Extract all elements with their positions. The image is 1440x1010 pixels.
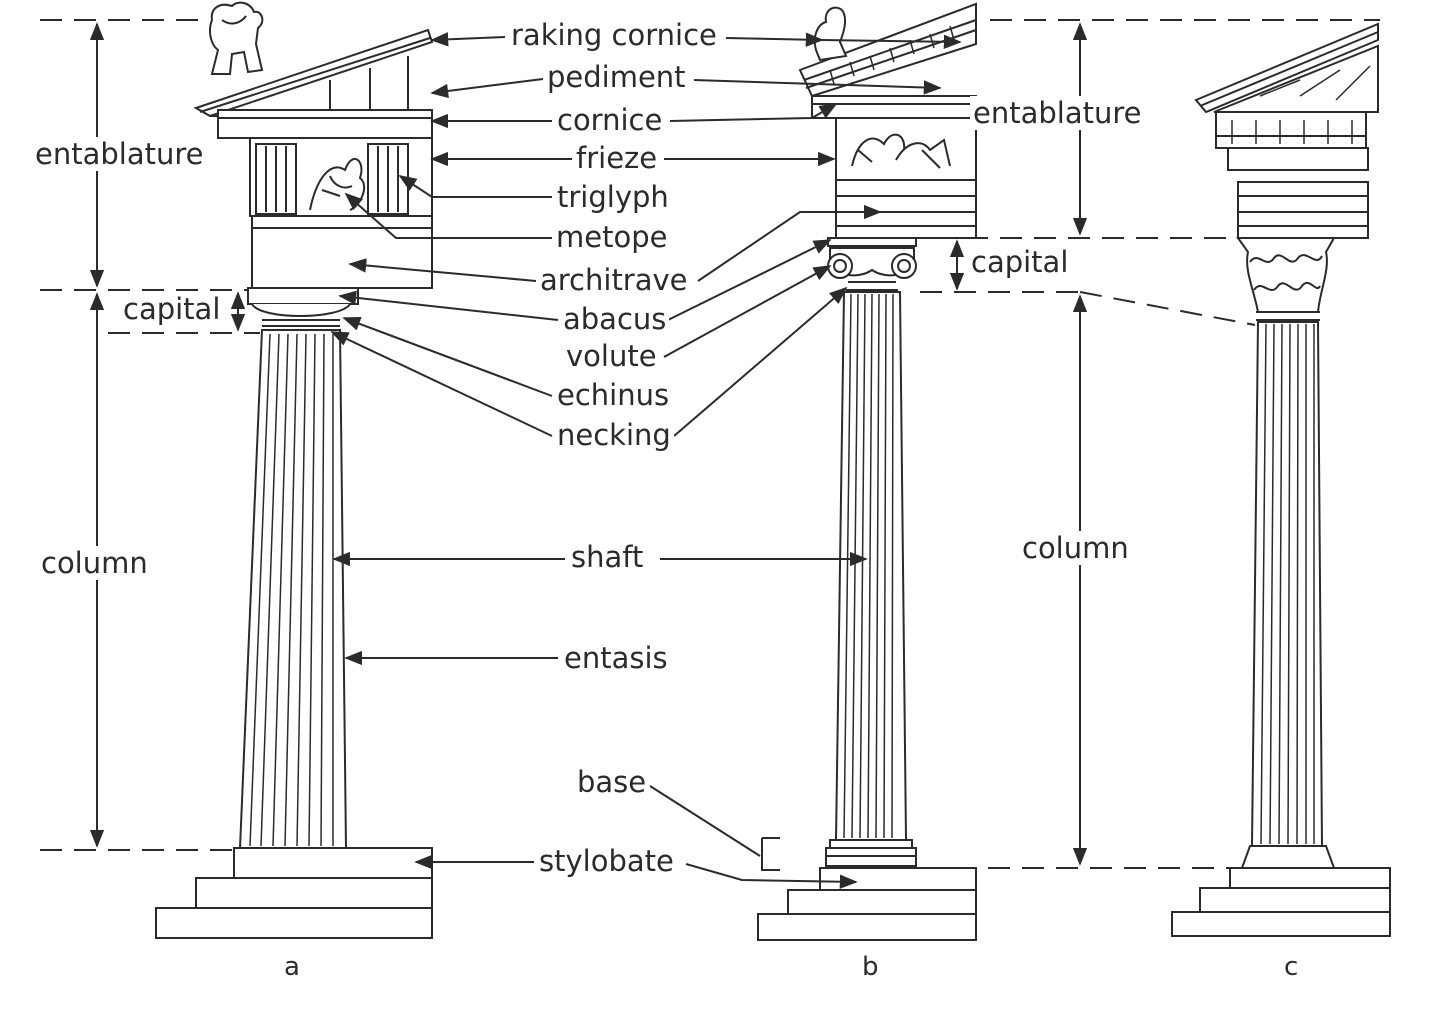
- doric-order: [155, 1, 434, 939]
- order-label-b: b: [862, 952, 879, 982]
- label-shaft: shaft: [568, 540, 647, 574]
- label-column-left: column: [38, 546, 151, 580]
- label-pediment: pediment: [544, 60, 689, 94]
- leader-lines: [330, 32, 962, 889]
- label-entablature-right: entablature: [970, 96, 1145, 130]
- label-volute: volute: [563, 339, 660, 373]
- label-architrave: architrave: [537, 263, 691, 297]
- order-label-a: a: [284, 952, 300, 982]
- label-frieze: frieze: [573, 141, 661, 175]
- label-stylobate: stylobate: [536, 844, 677, 878]
- label-entablature-left: entablature: [32, 137, 207, 171]
- label-cornice: cornice: [554, 103, 666, 137]
- label-raking-cornice: raking cornice: [508, 18, 720, 52]
- label-entasis: entasis: [561, 641, 671, 675]
- label-metope: metope: [553, 220, 671, 254]
- label-capital-right: capital: [968, 245, 1072, 279]
- label-necking: necking: [554, 418, 674, 452]
- label-echinus: echinus: [554, 378, 673, 412]
- corinthian-order: [1171, 22, 1391, 937]
- label-column-right: column: [1019, 531, 1132, 565]
- reference-lines: [40, 19, 1380, 869]
- label-capital-left: capital: [120, 292, 224, 326]
- label-triglyph: triglyph: [554, 180, 672, 214]
- label-abacus: abacus: [560, 302, 670, 336]
- label-base: base: [574, 765, 650, 799]
- order-label-c: c: [1284, 952, 1299, 982]
- ionic-order: [757, 2, 977, 941]
